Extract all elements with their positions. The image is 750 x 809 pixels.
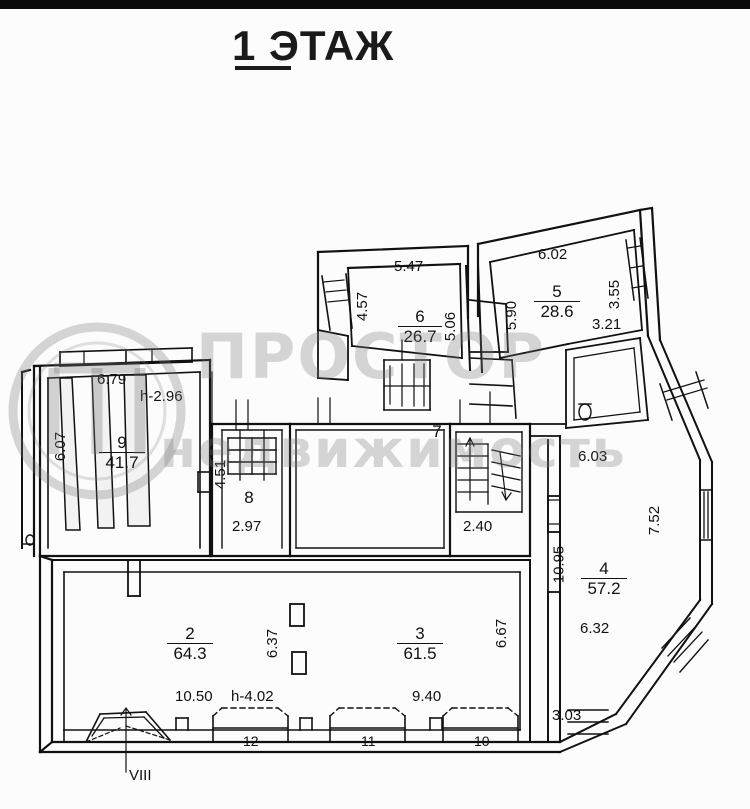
- dimension-h-4-02: h-4.02: [231, 688, 274, 705]
- dimension-6-79: 6.79: [97, 371, 127, 388]
- dimension-h-2-96: h-2.96: [140, 388, 183, 405]
- room-5-label: 5 28.6: [534, 283, 580, 320]
- room-2-area: 64.3: [167, 643, 213, 662]
- dimension-5-06: 5.06: [442, 311, 460, 342]
- entrance-viii-label: VIII: [129, 767, 152, 784]
- room-4-number: 4: [599, 559, 609, 578]
- dimension-10-95: 10.95: [550, 545, 568, 584]
- page-title-underline: [235, 66, 291, 70]
- dimension-9-40: 9.40: [412, 688, 442, 705]
- room-6-area: 26.7: [398, 326, 442, 345]
- window-11-number: 11: [361, 733, 376, 749]
- room-9-area: 41.7: [99, 452, 145, 471]
- dimension-3-55: 3.55: [606, 279, 624, 310]
- dimension-6-02: 6.02: [538, 246, 568, 263]
- dimension-10-50: 10.50: [175, 688, 213, 705]
- room-9-number: 9: [117, 433, 127, 452]
- stair-7-label: 7: [427, 423, 447, 440]
- letterbox-band-top: [0, 0, 750, 9]
- stair-8-label: 8: [239, 489, 259, 506]
- room-6-number: 6: [415, 307, 425, 326]
- dimension-3-03: 3.03: [552, 707, 582, 724]
- room-2-label: 2 64.3: [167, 625, 213, 662]
- room-5-area: 28.6: [534, 301, 580, 320]
- dimension-6-32: 6.32: [580, 620, 610, 637]
- window-12-number: 12: [243, 733, 259, 749]
- room-6-label: 6 26.7: [398, 308, 442, 345]
- page-title: 1 ЭТАЖ: [232, 22, 395, 69]
- room-5-number: 5: [552, 282, 562, 301]
- room-9-label: 9 41.7: [99, 434, 145, 471]
- dimension-5-90: 5.90: [503, 300, 521, 331]
- stair-8-number: 8: [244, 488, 254, 507]
- dimension-6-07: 6.07: [52, 431, 70, 462]
- room-3-label: 3 61.5: [397, 625, 443, 662]
- dimension-3-21: 3.21: [592, 316, 622, 333]
- dimension-2-97: 2.97: [232, 518, 262, 535]
- dimension-4-57: 4.57: [354, 291, 372, 322]
- dimension-6-37: 6.37: [264, 628, 282, 659]
- dimension-6-67: 6.67: [493, 618, 511, 649]
- room-4-area: 57.2: [581, 578, 627, 597]
- window-10-number: 10: [474, 733, 490, 749]
- dimension-4-51: 4.51: [212, 459, 230, 490]
- room-3-number: 3: [415, 624, 425, 643]
- stair-7-number: 7: [432, 422, 442, 441]
- room-4-label: 4 57.2: [581, 560, 627, 597]
- dimension-5-47: 5.47: [394, 258, 424, 275]
- dimension-7-52: 7.52: [646, 505, 664, 536]
- room-3-area: 61.5: [397, 643, 443, 662]
- dimension-2-40: 2.40: [463, 518, 493, 535]
- dimension-6-03: 6.03: [578, 448, 608, 465]
- room-2-number: 2: [185, 624, 195, 643]
